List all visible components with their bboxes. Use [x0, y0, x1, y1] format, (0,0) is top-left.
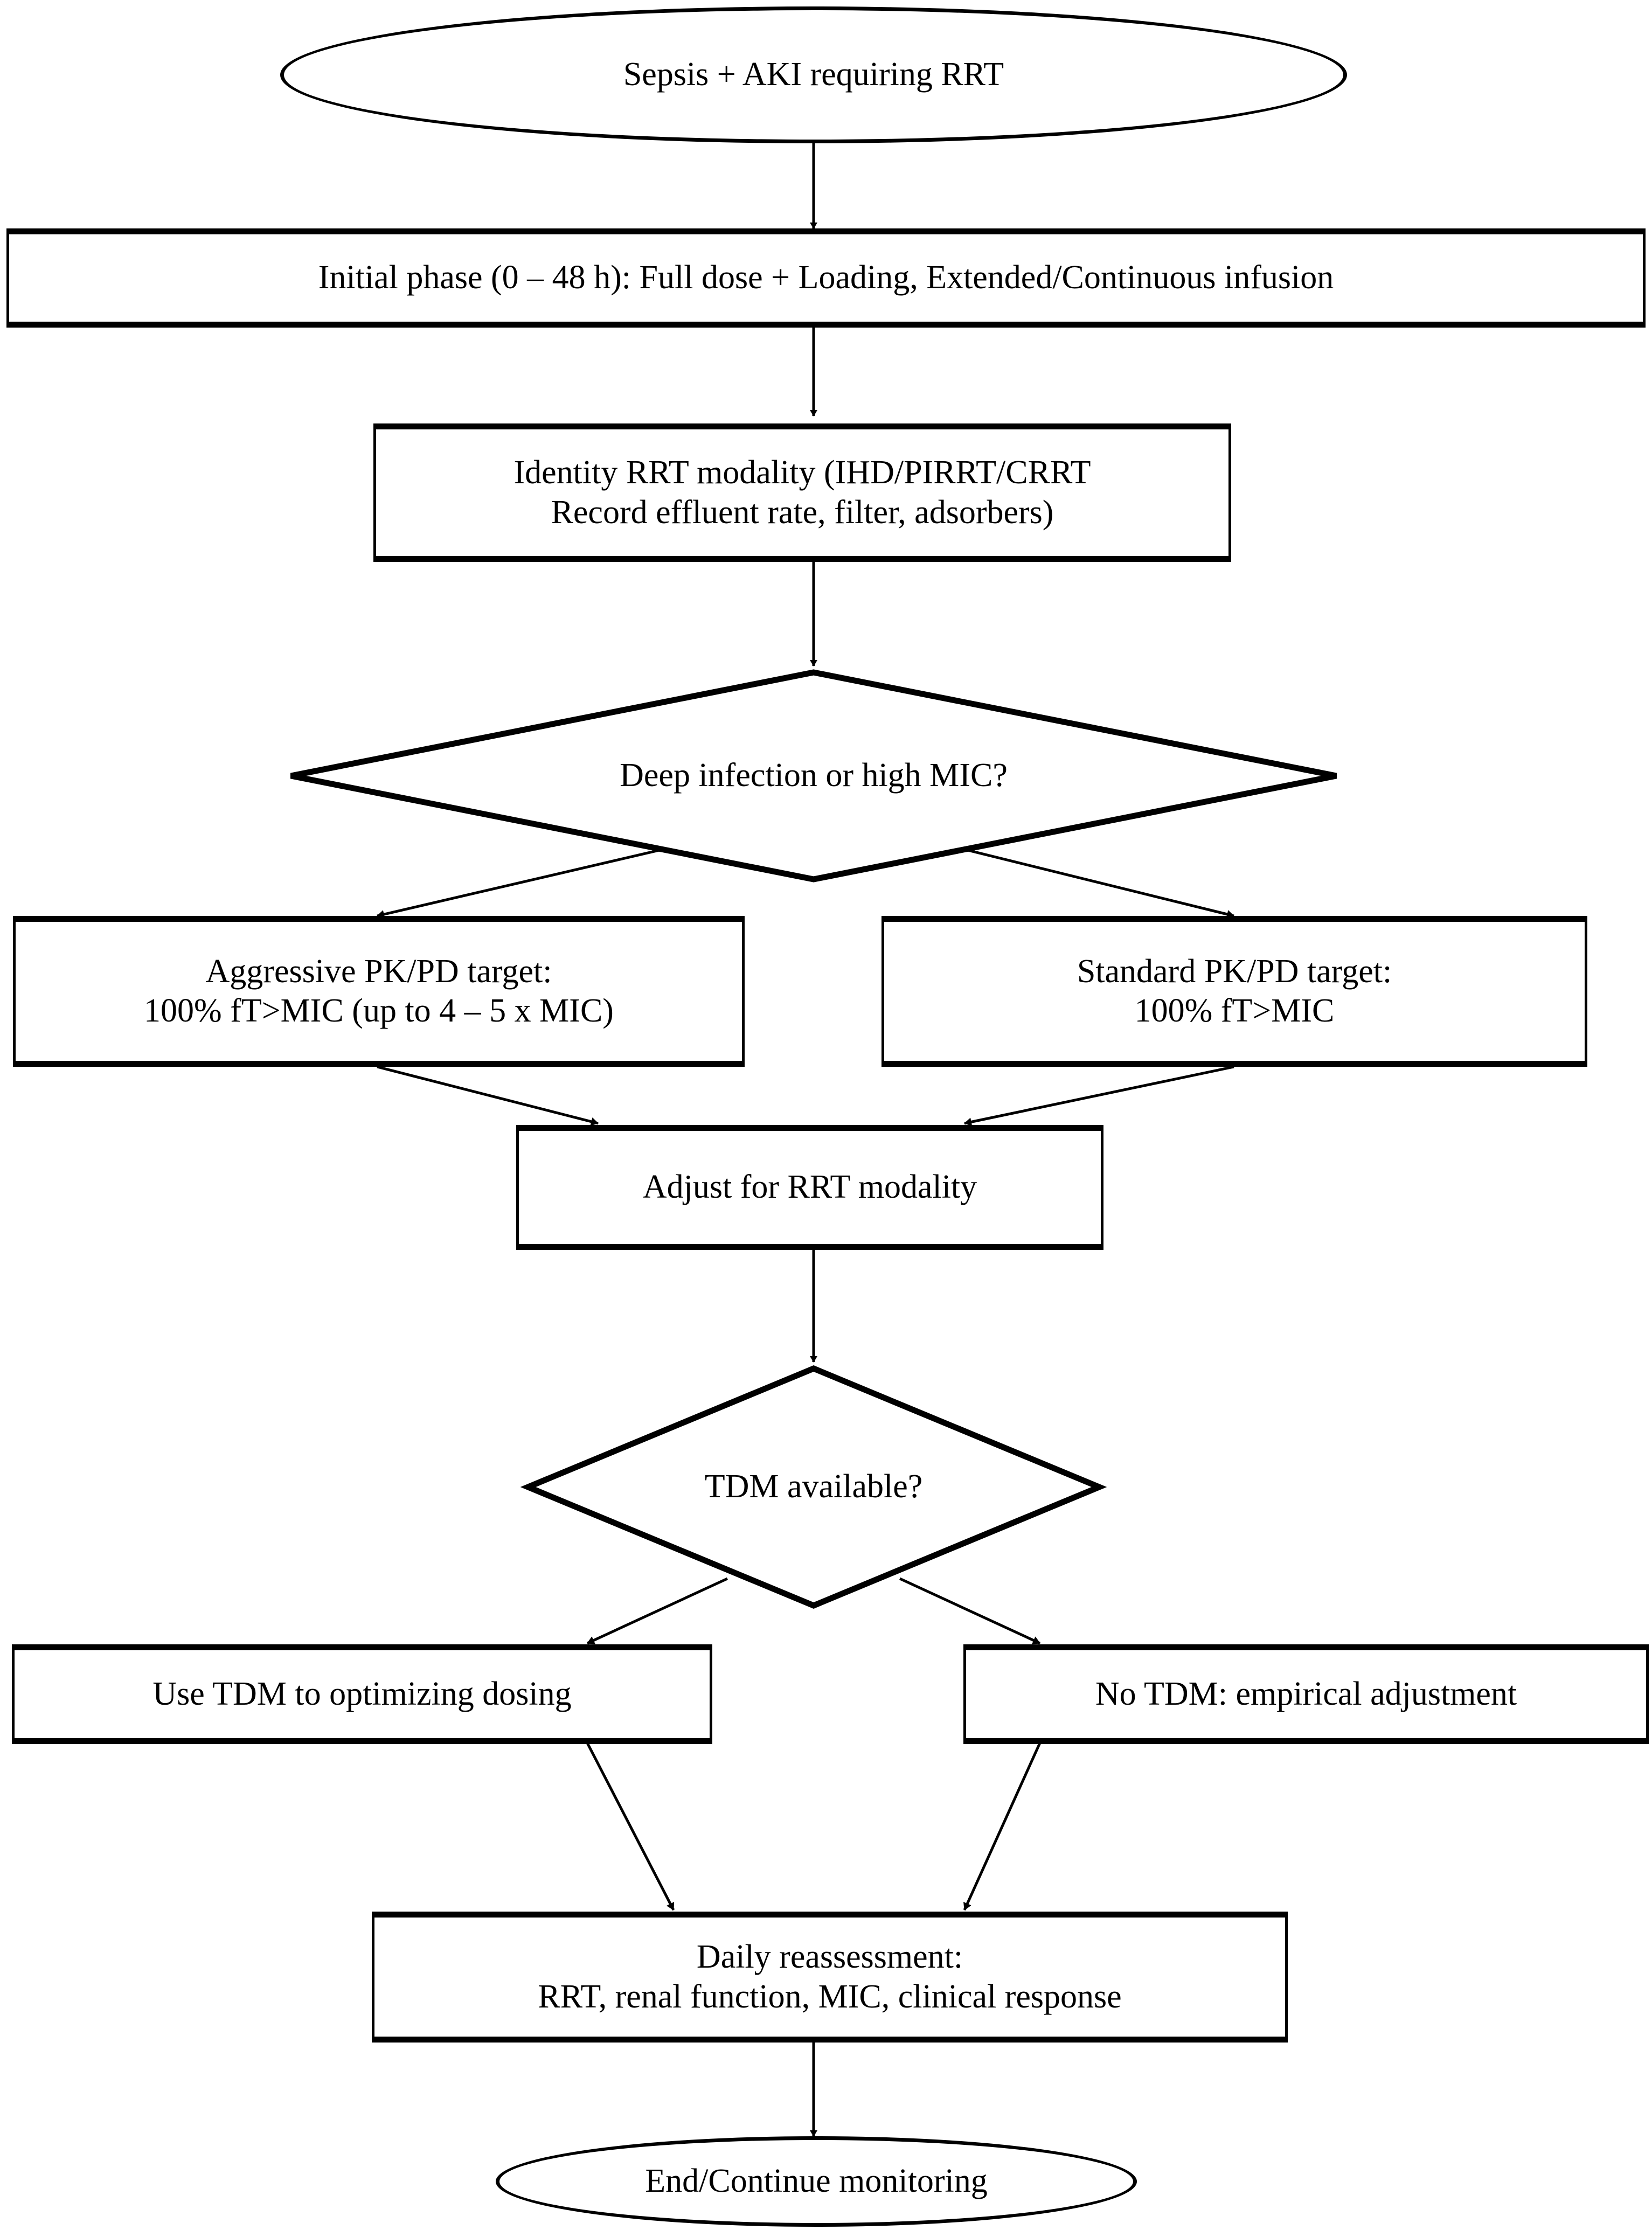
node-daily-reassessment-label: Daily reassessment: RRT, renal function,… [538, 1939, 1122, 2015]
node-start[interactable]: Sepsis + AKI requiring RRT [280, 6, 1347, 143]
node-identify-modality-label: Identity RRT modality (IHD/PIRRT/CRRT Re… [513, 454, 1091, 531]
node-adjust-modality[interactable]: Adjust for RRT modality [516, 1125, 1103, 1250]
node-adjust-modality-label: Adjust for RRT modality [642, 1169, 977, 1206]
node-initial-phase[interactable]: Initial phase (0 – 48 h): Full dose + Lo… [6, 228, 1646, 328]
node-aggressive-target-label: Aggressive PK/PD target: 100% fT>MIC (up… [144, 953, 614, 1029]
node-identify-modality[interactable]: Identity RRT modality (IHD/PIRRT/CRRT Re… [373, 423, 1231, 562]
node-no-tdm-label: No TDM: empirical adjustment [1095, 1675, 1517, 1712]
node-aggressive-target[interactable]: Aggressive PK/PD target: 100% fT>MIC (up… [13, 916, 745, 1067]
node-end[interactable]: End/Continue monitoring [496, 2136, 1137, 2227]
edge-standard-target-to-adjust-modality [964, 1065, 1234, 1127]
node-start-label: Sepsis + AKI requiring RRT [623, 56, 1004, 93]
node-deep-infection-decision[interactable]: Deep infection or high MIC? [399, 730, 1228, 822]
edge-use-tdm-to-daily-reassessment [586, 1742, 675, 1911]
node-tdm-decision[interactable]: TDM available? [571, 1444, 1056, 1530]
edge-no-tdm-to-daily-reassessment [963, 1742, 1042, 1911]
node-tdm-decision-label: TDM available? [704, 1468, 923, 1505]
node-daily-reassessment[interactable]: Daily reassessment: RRT, renal function,… [372, 1912, 1288, 2043]
edge-deep-infection-to-standard-target [965, 848, 1234, 919]
node-end-label: End/Continue monitoring [645, 2163, 988, 2200]
edge-deep-infection-to-aggressive-target [377, 848, 662, 919]
node-initial-phase-label: Initial phase (0 – 48 h): Full dose + Lo… [318, 259, 1334, 296]
node-no-tdm[interactable]: No TDM: empirical adjustment [963, 1644, 1649, 1744]
edge-tdm-decision-to-no-tdm [899, 1577, 1041, 1645]
node-standard-target[interactable]: Standard PK/PD target: 100% fT>MIC [881, 916, 1587, 1067]
node-use-tdm-label: Use TDM to optimizing dosing [152, 1675, 572, 1712]
node-standard-target-label: Standard PK/PD target: 100% fT>MIC [1077, 953, 1392, 1029]
edge-tdm-decision-to-use-tdm [586, 1577, 728, 1645]
node-deep-infection-decision-label: Deep infection or high MIC? [620, 757, 1008, 794]
node-use-tdm[interactable]: Use TDM to optimizing dosing [12, 1644, 712, 1744]
edge-aggressive-target-to-adjust-modality [377, 1065, 599, 1126]
